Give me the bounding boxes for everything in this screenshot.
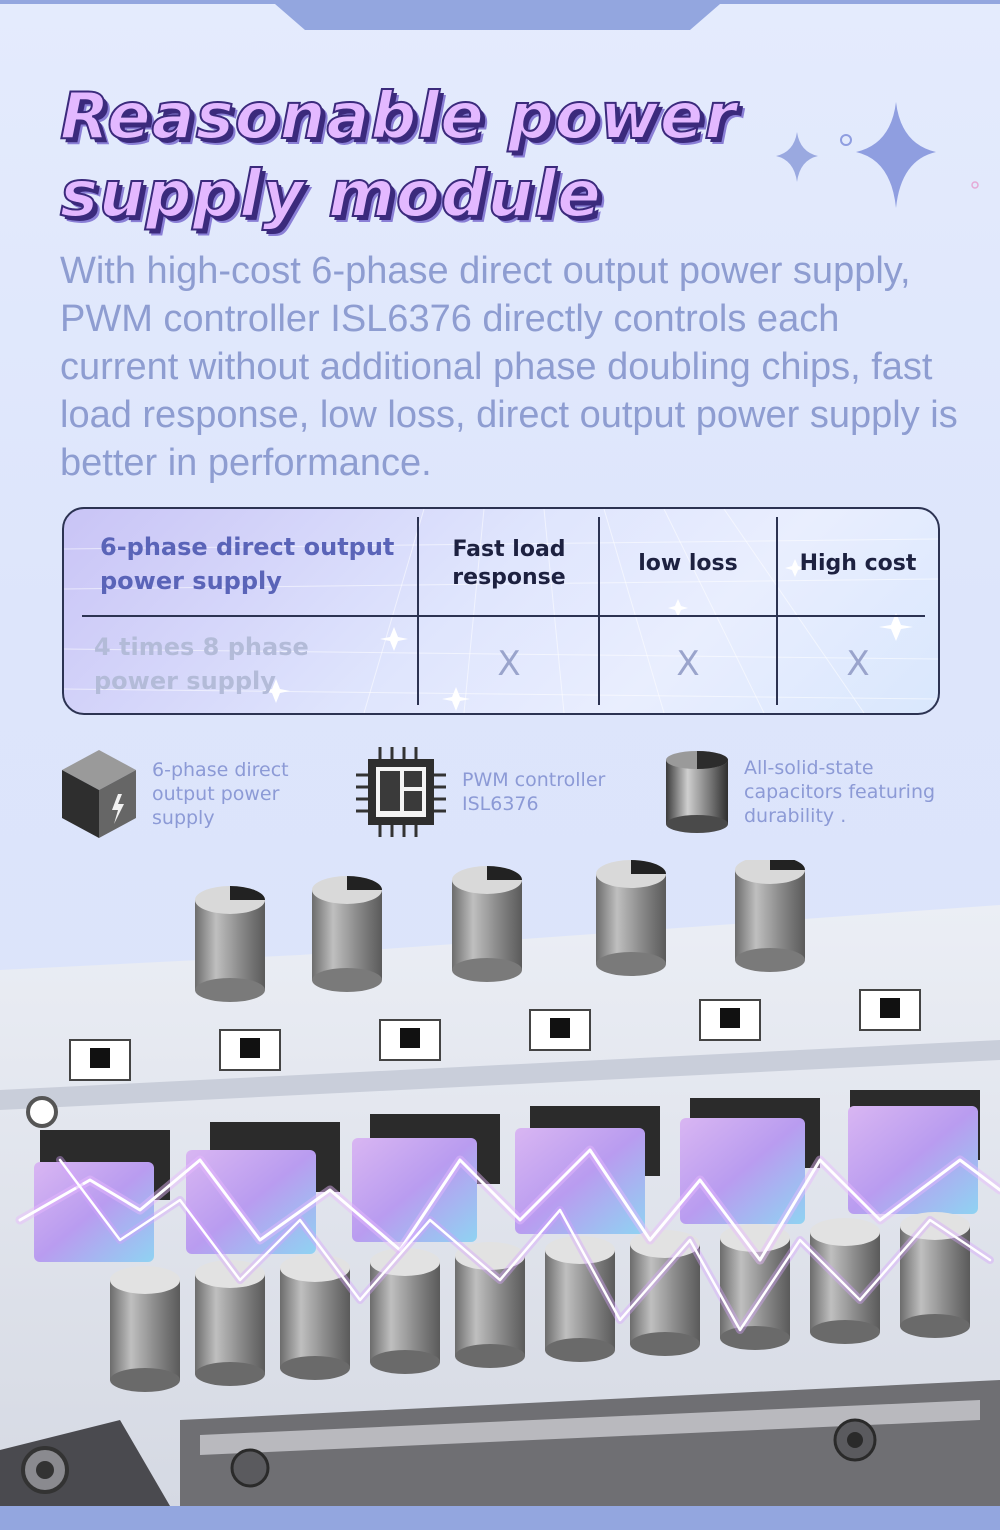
sparkle-decoration-icon (776, 102, 979, 208)
feature-pwm-controller: PWM controller ISL6376 (354, 745, 622, 839)
headline-line-1: Reasonable power (59, 79, 737, 155)
description-text: With high-cost 6-phase direct output pow… (60, 250, 958, 484)
headline-line-2: supply module (59, 157, 602, 233)
feature-direct-output: 6-phase direct output power supply (60, 748, 302, 840)
motherboard-vrm-illustration (0, 860, 1000, 1506)
column-divider (417, 517, 419, 705)
column-divider (776, 517, 778, 705)
cube-lightning-icon (62, 750, 136, 838)
grid-background (64, 509, 938, 713)
header-low-loss: low loss (638, 551, 738, 576)
cell-fast-load-value: X (497, 644, 521, 684)
chip-icon (356, 747, 446, 837)
headline: Reasonable power supply module (59, 78, 737, 234)
feature-solid-capacitors: All-solid-state capacitors featuring dur… (664, 750, 944, 834)
comparison-table: 6-phase direct output power supply Fast … (62, 507, 940, 715)
feature-label: All-solid-state capacitors featuring dur… (744, 757, 936, 827)
feature-label: 6-phase direct output power supply (152, 759, 289, 829)
header-fast-load-response: Fast load response (452, 537, 566, 590)
cell-low-loss-value: X (676, 644, 700, 684)
row-divider (82, 615, 925, 617)
header-main-cell: 6-phase direct output power supply (100, 533, 395, 595)
bottom-decorative-bar (0, 1506, 1000, 1530)
column-divider (598, 517, 600, 705)
row-label-cell: 4 times 8 phase power supply (94, 633, 309, 695)
header-high-cost: High cost (799, 551, 917, 576)
feature-label: PWM controller ISL6376 (462, 769, 606, 815)
cell-high-cost-value: X (846, 644, 870, 684)
capacitor-icon (666, 751, 728, 833)
top-decorative-bar (0, 0, 1000, 30)
